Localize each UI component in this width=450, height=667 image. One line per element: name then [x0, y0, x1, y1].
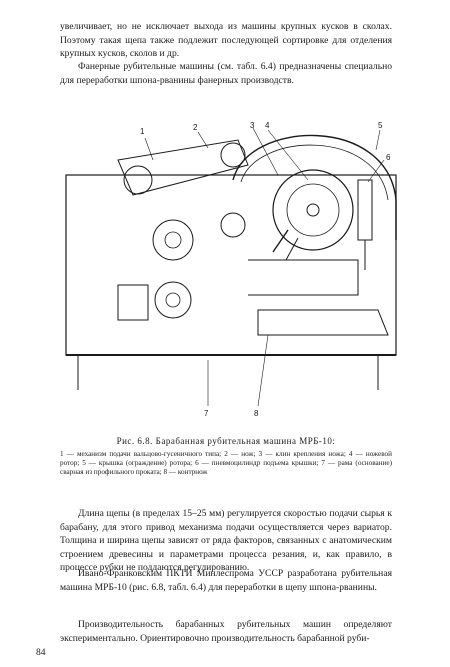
paragraph-1: увеличивает, но не исключает выхода из м…	[60, 21, 392, 60]
callout-8: 8	[254, 409, 259, 418]
callout-7: 7	[204, 409, 209, 418]
callout-3: 3	[250, 121, 255, 130]
paragraph-2: Фанерные рубительные машины (см. табл. 6…	[60, 61, 392, 86]
callout-6: 6	[386, 153, 391, 162]
figure-title: Рис. 6.8. Барабанная рубительная машина …	[116, 436, 336, 446]
callout-2: 2	[193, 123, 198, 132]
machine-drawing: 1 2 3 4 5 6 7 8	[65, 121, 397, 418]
paragraph-5: Производительность барабанных рубительны…	[60, 619, 392, 644]
paragraph-3: Длина щепы (в пределах 15–25 мм) регулир…	[60, 508, 392, 574]
callout-4: 4	[265, 121, 270, 130]
figure-caption: 1 — механизм подачи вальцово-гусеничного…	[60, 450, 392, 477]
callout-5: 5	[378, 121, 383, 130]
page-number: 84	[36, 647, 46, 658]
callout-1: 1	[140, 127, 145, 136]
paragraph-4: Ивано-Франковским ПКТИ Минлеспрома УССР …	[60, 568, 392, 593]
